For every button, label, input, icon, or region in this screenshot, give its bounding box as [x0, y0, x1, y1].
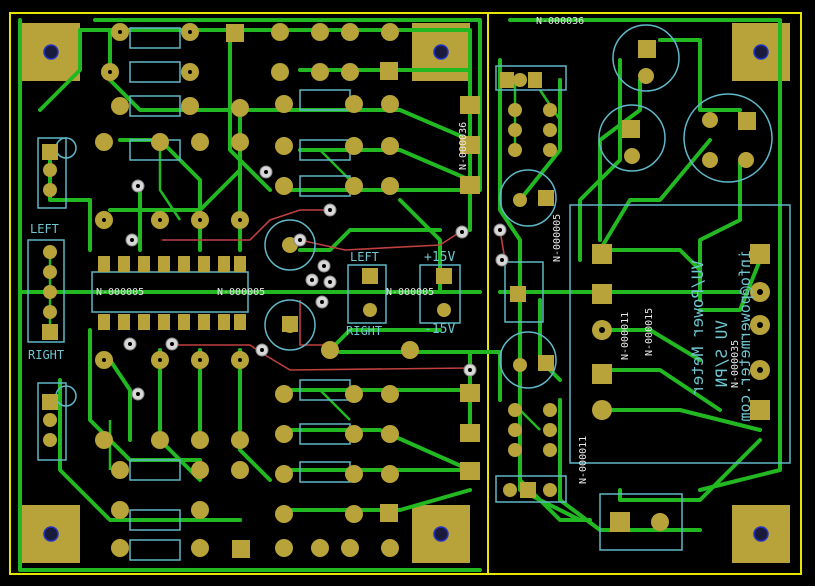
- net-label-n05-right: N-000005: [386, 287, 435, 298]
- board-outline: [9, 12, 802, 575]
- silk-right-bottom: RIGHT: [28, 348, 65, 362]
- silk-left-top: LEFT: [30, 222, 59, 236]
- silk-mirror-title: VU/Power Meter: [688, 260, 707, 395]
- net-label-n05-left: N-000005: [96, 287, 145, 298]
- net-label-n11-b: N-000011: [578, 435, 589, 484]
- net-label-n15: N-000015: [644, 307, 655, 356]
- silk-minus15: -15V: [424, 322, 456, 337]
- net-label-n36-top: N-000036: [536, 16, 585, 27]
- silk-plus15: +15V: [424, 250, 456, 265]
- net-label-n05-vert: N-000005: [552, 213, 563, 262]
- net-label-n11-a: N-000011: [620, 311, 631, 360]
- silk-mirror-sub: VU S/PN: [712, 320, 731, 388]
- silk-right-mid: RIGHT: [346, 324, 383, 338]
- silk-mirror-email: info@powermeter.com: [736, 250, 754, 422]
- silk-left-mid: LEFT: [350, 250, 379, 264]
- net-label-n36-vert: N-000036: [458, 121, 469, 170]
- net-label-n05-mid: N-000005: [217, 287, 266, 298]
